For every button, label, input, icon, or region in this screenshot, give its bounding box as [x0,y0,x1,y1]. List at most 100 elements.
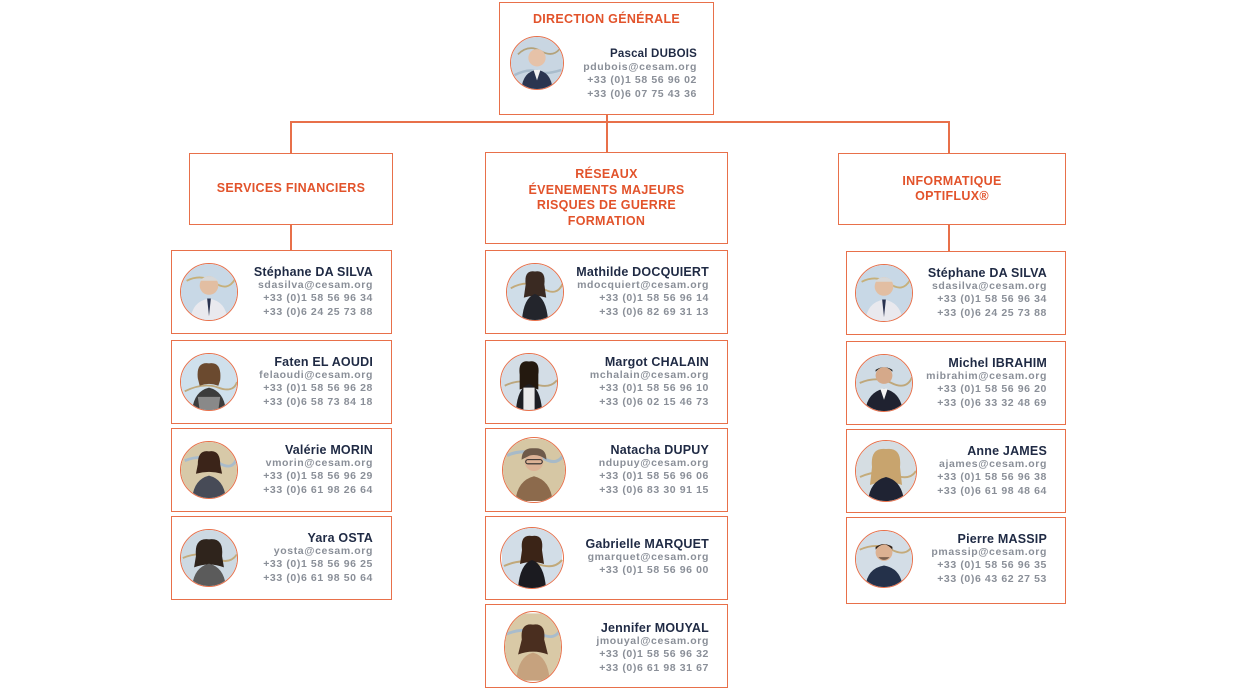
avatar [510,36,564,90]
person-card: Yara OSTA yosta@cesam.org +33 (0)1 58 56… [171,516,392,600]
person-info: Valérie MORIN vmorin@cesam.org +33 (0)1 … [263,443,373,497]
person-info: Michel IBRAHIM mibrahim@cesam.org +33 (0… [926,356,1047,410]
person-email: ajames@cesam.org [939,458,1047,470]
person-phone-landline: +33 (0)1 58 56 96 00 [599,564,709,577]
department-title-line: RÉSEAUX [575,167,638,181]
connector-right-vertical [948,121,950,153]
person-phone-mobile: +33 (0)6 61 98 31 67 [599,661,709,674]
person-phone-landline: +33 (0)1 58 56 96 02 [587,74,697,87]
person-info: Anne JAMES ajames@cesam.org +33 (0)1 58 … [937,444,1047,498]
person-phone-mobile: +33 (0)6 61 98 48 64 [937,484,1047,497]
avatar [506,263,564,321]
person-email: vmorin@cesam.org [265,457,373,469]
person-card: Mathilde DOCQUIERT mdocquiert@cesam.org … [485,250,728,334]
person-phone-mobile: +33 (0)6 07 75 43 36 [587,87,697,100]
person-phone-landline: +33 (0)1 58 56 96 38 [937,471,1047,484]
person-phone-landline: +33 (0)1 58 56 96 34 [263,292,373,305]
person-email: jmouyal@cesam.org [596,635,709,647]
avatar [502,437,566,503]
avatar [855,530,913,588]
person-name: Jennifer MOUYAL [600,621,709,635]
direction-generale-box: DIRECTION GÉNÉRALE Pascal DUBOIS pdubois… [499,2,714,115]
person-email: pmassip@cesam.org [931,546,1047,558]
department-box-reseaux: RÉSEAUX ÉVENEMENTS MAJEURS RISQUES DE GU… [485,152,728,244]
person-name: Valérie MORIN [284,443,373,457]
department-box-services-financiers: SERVICES FINANCIERS [189,153,393,225]
person-info: Pascal DUBOIS pdubois@cesam.org +33 (0)1… [583,47,697,101]
person-info: Stéphane DA SILVA sdasilva@cesam.org +33… [254,265,373,319]
person-name: Margot CHALAIN [604,355,709,369]
person-phone-landline: +33 (0)1 58 56 96 29 [263,470,373,483]
person-name: Pierre MASSIP [957,532,1047,546]
person-name: Natacha DUPUY [610,443,709,457]
avatar [180,529,238,587]
person-phone-mobile: +33 (0)6 58 73 84 18 [263,395,373,408]
person-phone-landline: +33 (0)1 58 56 96 28 [263,382,373,395]
person-card: Michel IBRAHIM mibrahim@cesam.org +33 (0… [846,341,1066,425]
person-phone-mobile: +33 (0)6 24 25 73 88 [263,305,373,318]
person-email: pdubois@cesam.org [583,61,697,73]
avatar [855,264,913,322]
person-email: gmarquet@cesam.org [587,551,709,563]
person-phone-landline: +33 (0)1 58 56 96 35 [937,559,1047,572]
department-title-line: OPTIFLUX® [915,189,989,203]
person-name: Faten EL AOUDI [274,355,373,369]
person-card: Natacha DUPUY ndupuy@cesam.org +33 (0)1 … [485,428,728,512]
person-info: Jennifer MOUYAL jmouyal@cesam.org +33 (0… [596,621,709,675]
person-phone-landline: +33 (0)1 58 56 96 25 [263,558,373,571]
connector-top-vertical [606,114,608,153]
person-info: Natacha DUPUY ndupuy@cesam.org +33 (0)1 … [599,443,709,497]
person-phone-mobile: +33 (0)6 43 62 27 53 [937,572,1047,585]
person-email: sdasilva@cesam.org [931,280,1047,292]
person-name: Michel IBRAHIM [948,356,1047,370]
avatar [180,441,238,499]
person-phone-mobile: +33 (0)6 24 25 73 88 [937,306,1047,319]
department-title-line: INFORMATIQUE [902,173,1002,188]
person-info: Pierre MASSIP pmassip@cesam.org +33 (0)1… [931,532,1047,586]
person-phone-mobile: +33 (0)6 83 30 91 15 [599,483,709,496]
person-email: sdasilva@cesam.org [257,279,373,291]
person-card: Anne JAMES ajames@cesam.org +33 (0)1 58 … [846,429,1066,513]
person-name: Anne JAMES [967,444,1047,458]
person-phone-landline: +33 (0)1 58 56 96 06 [599,470,709,483]
person-name: Yara OSTA [307,531,373,545]
person-phone-mobile: +33 (0)6 33 32 48 69 [937,396,1047,409]
person-card: Stéphane DA SILVA sdasilva@cesam.org +33… [846,251,1066,335]
person-phone-landline: +33 (0)1 58 56 96 34 [937,293,1047,306]
avatar [504,611,562,683]
person-email: mibrahim@cesam.org [926,370,1047,382]
department-box-informatique: INFORMATIQUE OPTIFLUX® [838,153,1066,225]
person-card: Gabrielle MARQUET gmarquet@cesam.org +33… [485,516,728,600]
avatar [855,440,917,502]
connector-left-to-people [290,224,292,251]
person-phone-landline: +33 (0)1 58 56 96 20 [937,383,1047,396]
person-card: Faten EL AOUDI felaoudi@cesam.org +33 (0… [171,340,392,424]
person-phone-mobile: +33 (0)6 61 98 26 64 [263,483,373,496]
person-card: Jennifer MOUYAL jmouyal@cesam.org +33 (0… [485,604,728,688]
person-name: Stéphane DA SILVA [253,265,373,279]
person-email: mchalain@cesam.org [589,369,709,381]
person-name: Gabrielle MARQUET [585,537,709,551]
person-email: felaoudi@cesam.org [259,369,373,381]
person-phone-mobile: +33 (0)6 61 98 50 64 [263,571,373,584]
avatar [500,353,558,411]
person-phone-mobile: +33 (0)6 82 69 31 13 [599,305,709,318]
person-card: Margot CHALAIN mchalain@cesam.org +33 (0… [485,340,728,424]
person-name: Pascal DUBOIS [610,48,697,60]
department-title-line: RISQUES DE GUERRE [536,198,677,212]
department-title: SERVICES FINANCIERS [216,181,366,196]
person-info: Faten EL AOUDI felaoudi@cesam.org +33 (0… [259,355,373,409]
person-name: Stéphane DA SILVA [927,266,1047,280]
avatar [500,527,564,589]
person-info: Mathilde DOCQUIERT mdocquiert@cesam.org … [576,265,709,319]
person-email: yosta@cesam.org [273,545,373,557]
person-email: ndupuy@cesam.org [598,457,709,469]
person-info: Gabrielle MARQUET gmarquet@cesam.org +33… [585,537,709,578]
person-card: Valérie MORIN vmorin@cesam.org +33 (0)1 … [171,428,392,512]
person-phone-landline: +33 (0)1 58 56 96 10 [599,382,709,395]
person-info: Stéphane DA SILVA sdasilva@cesam.org +33… [928,266,1047,320]
connector-right-to-people [948,224,950,251]
person-phone-landline: +33 (0)1 58 56 96 32 [599,648,709,661]
person-info: Yara OSTA yosta@cesam.org +33 (0)1 58 56… [263,531,373,585]
department-title-line: ÉVENEMENTS MAJEURS [528,182,685,197]
